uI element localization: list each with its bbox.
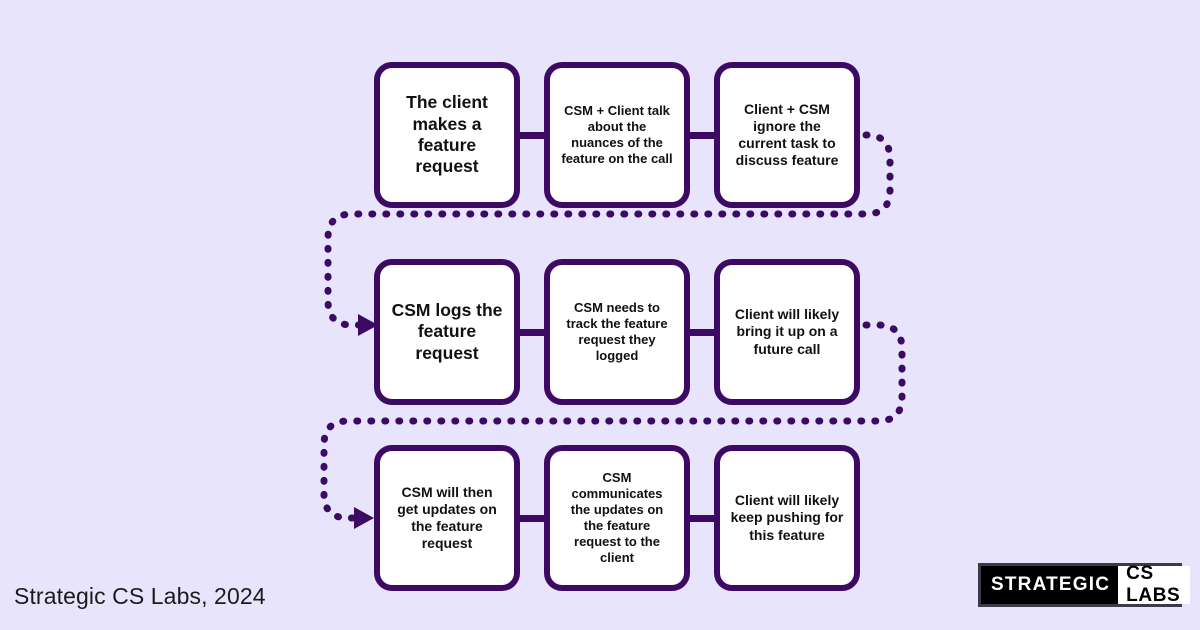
node-row1-col2[interactable]: CSM + Client talk about the nuances of t… (544, 62, 690, 208)
node-row3-col3[interactable]: Client will likely keep pushing for this… (714, 445, 860, 591)
arrowhead-row2 (358, 314, 378, 336)
node-row2-col1[interactable]: CSM logs the feature request (374, 259, 520, 405)
node-row1-col1[interactable]: The client makes a feature request (374, 62, 520, 208)
link-row1-2-3 (690, 131, 714, 139)
connector-row1-to-row2 (324, 131, 894, 329)
link-row3-1-2 (520, 514, 544, 522)
process-row-3: CSM will then get updates on the feature… (374, 445, 860, 591)
logo-word-cs-labs: CS LABS (1118, 563, 1191, 606)
connector-row2-to-row3 (320, 321, 906, 522)
link-row2-1-2 (520, 328, 544, 336)
node-row3-col2[interactable]: CSM communicates the updates on the feat… (544, 445, 690, 591)
logo-word-strategic: STRATEGIC (981, 566, 1119, 604)
link-row1-1-2 (520, 131, 544, 139)
strategic-cs-labs-logo: STRATEGIC CS LABS (978, 563, 1191, 607)
node-row2-col2[interactable]: CSM needs to track the feature request t… (544, 259, 690, 405)
process-row-1: The client makes a feature request CSM +… (374, 62, 860, 208)
link-row3-2-3 (690, 514, 714, 522)
node-row3-col1[interactable]: CSM will then get updates on the feature… (374, 445, 520, 591)
node-row2-col3[interactable]: Client will likely bring it up on a futu… (714, 259, 860, 405)
arrowhead-row3 (354, 507, 374, 529)
copyright-caption: Strategic CS Labs, 2024 (14, 583, 266, 609)
node-row1-col3[interactable]: Client + CSM ignore the current task to … (714, 62, 860, 208)
process-row-2: CSM logs the feature request CSM needs t… (374, 259, 860, 405)
link-row2-2-3 (690, 328, 714, 336)
